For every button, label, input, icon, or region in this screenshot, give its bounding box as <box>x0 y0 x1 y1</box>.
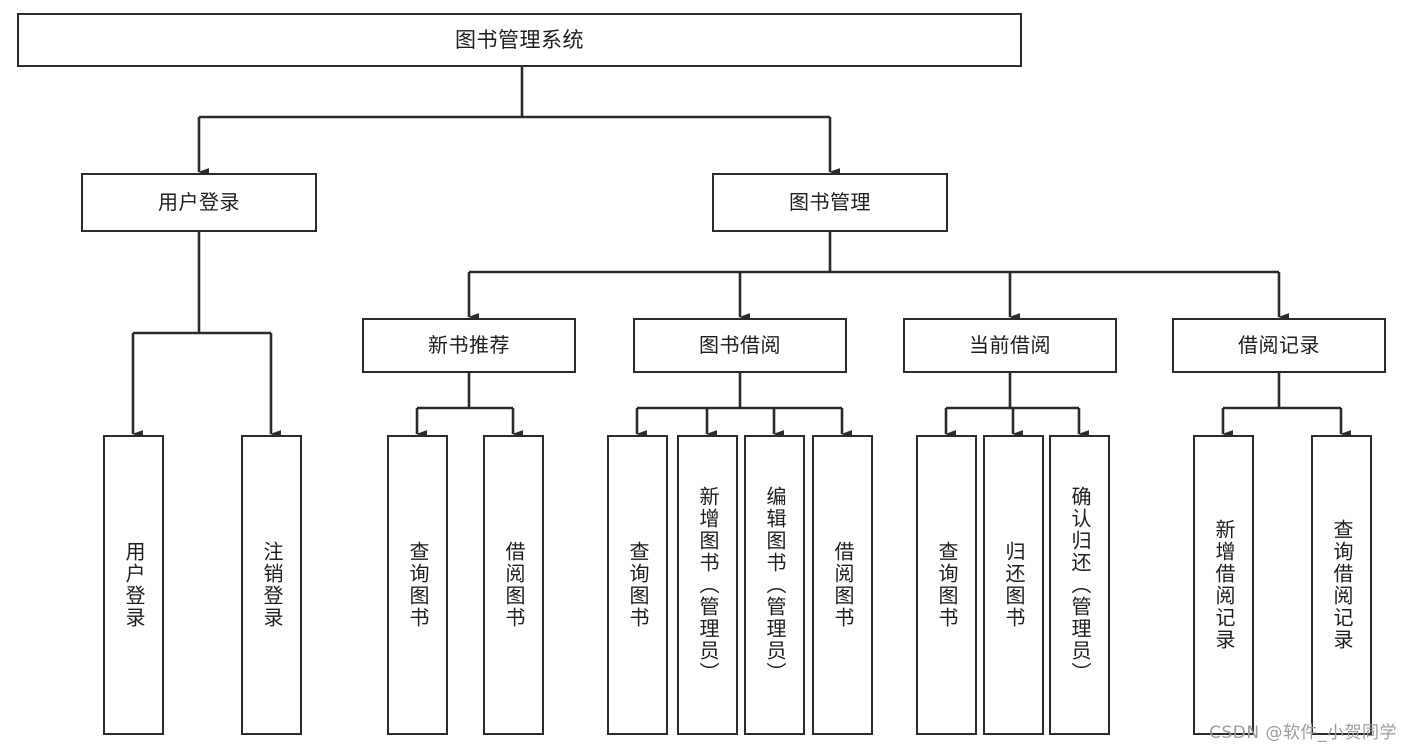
leaf-node-1[interactable]: 注销登录 <box>241 435 302 735</box>
node-label: 图书管理 <box>789 190 871 214</box>
node-label: 注销登录 <box>260 541 284 629</box>
leaf-node-10[interactable]: 确认归还（管理员） <box>1049 435 1110 735</box>
watermark-text: CSDN @软件_小贺同学 <box>1209 723 1397 743</box>
node-label: 用户登录 <box>122 541 146 629</box>
node-label: 新增借阅记录 <box>1212 519 1236 651</box>
node-label: 用户登录 <box>158 190 240 214</box>
leaf-node-3[interactable]: 借阅图书 <box>483 435 544 735</box>
leaf-node-7[interactable]: 借阅图书 <box>812 435 873 735</box>
leaf-node-11[interactable]: 新增借阅记录 <box>1193 435 1254 735</box>
node-label: 查询图书 <box>406 541 430 629</box>
leaf-node-0[interactable]: 用户登录 <box>103 435 164 735</box>
leaf-node-8[interactable]: 查询图书 <box>916 435 977 735</box>
node-label: 查询图书 <box>935 541 959 629</box>
level3-node-3[interactable]: 借阅记录 <box>1172 318 1386 373</box>
root-node-0[interactable]: 图书管理系统 <box>17 13 1022 67</box>
node-label: 新书推荐 <box>428 333 510 357</box>
node-label: 借阅记录 <box>1238 333 1320 357</box>
node-label: 借阅图书 <box>831 541 855 629</box>
leaf-node-9[interactable]: 归还图书 <box>983 435 1044 735</box>
node-label: 图书管理系统 <box>455 27 584 52</box>
leaf-node-5[interactable]: 新增图书（管理员） <box>677 435 738 735</box>
leaf-node-4[interactable]: 查询图书 <box>607 435 668 735</box>
leaf-node-12[interactable]: 查询借阅记录 <box>1311 435 1372 735</box>
level2-node-1[interactable]: 图书管理 <box>712 173 948 232</box>
node-label: 查询图书 <box>626 541 650 629</box>
leaf-node-6[interactable]: 编辑图书（管理员） <box>744 435 805 735</box>
level3-node-0[interactable]: 新书推荐 <box>362 318 576 373</box>
node-label: 借阅图书 <box>502 541 526 629</box>
node-label: 确认归还（管理员） <box>1068 486 1092 684</box>
level3-node-2[interactable]: 当前借阅 <box>903 318 1117 373</box>
level2-node-0[interactable]: 用户登录 <box>81 173 317 232</box>
leaf-node-2[interactable]: 查询图书 <box>387 435 448 735</box>
node-label: 编辑图书（管理员） <box>763 486 787 684</box>
node-label: 归还图书 <box>1002 541 1026 629</box>
node-label: 当前借阅 <box>969 333 1051 357</box>
node-label: 新增图书（管理员） <box>696 486 720 684</box>
node-label: 查询借阅记录 <box>1330 519 1354 651</box>
level3-node-1[interactable]: 图书借阅 <box>633 318 847 373</box>
node-label: 图书借阅 <box>699 333 781 357</box>
